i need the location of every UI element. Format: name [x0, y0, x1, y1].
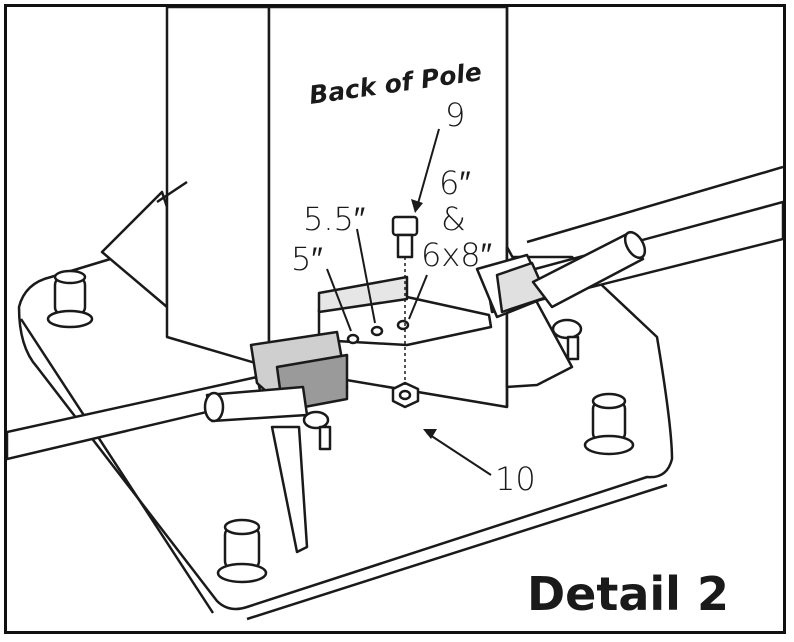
nut — [391, 381, 420, 409]
left-clamp-bolt — [302, 410, 330, 430]
left-handle-end — [203, 391, 225, 423]
diagram-frame: Back of Pole 9 6″ 5.5″ & 5″ 6x8″ 10 Deta… — [4, 4, 786, 634]
arrow-9 — [411, 199, 423, 213]
assembly-drawing — [7, 7, 783, 621]
hole-5-5-label: 5.5″ — [303, 200, 366, 238]
ampersand-label: & — [441, 200, 466, 238]
leader-5-5 — [356, 228, 376, 324]
back-rod — [156, 165, 783, 244]
detail-title: Detail 2 — [527, 567, 729, 621]
bolt-9 — [391, 215, 419, 259]
leader-10 — [426, 432, 492, 476]
part-10-label: 10 — [495, 460, 536, 498]
right-handle — [531, 232, 645, 309]
pole-side — [165, 7, 271, 369]
hole-6x8-label: 6x8″ — [421, 236, 492, 274]
base-plate-edge — [19, 318, 668, 621]
part-9-label: 9 — [445, 96, 466, 134]
hole-5-label: 5″ — [291, 240, 323, 278]
left-clamp-bolt-thread — [318, 425, 332, 451]
hole-5-5 — [370, 325, 384, 337]
leader-5 — [326, 268, 352, 332]
right-clamp-bolt — [551, 318, 583, 340]
front-gusset — [270, 425, 309, 554]
hole-6 — [396, 319, 410, 331]
right-handle-end — [623, 230, 647, 260]
leader-9 — [416, 128, 440, 208]
leader-6x8 — [408, 274, 428, 320]
hole-6-label: 6″ — [439, 164, 471, 202]
arrow-10 — [423, 429, 437, 439]
right-clamp-bolt-thread — [566, 335, 580, 361]
post-front-left — [216, 518, 268, 584]
post-back-left — [46, 269, 94, 329]
post-front-right — [583, 392, 635, 456]
hole-5 — [346, 333, 360, 345]
